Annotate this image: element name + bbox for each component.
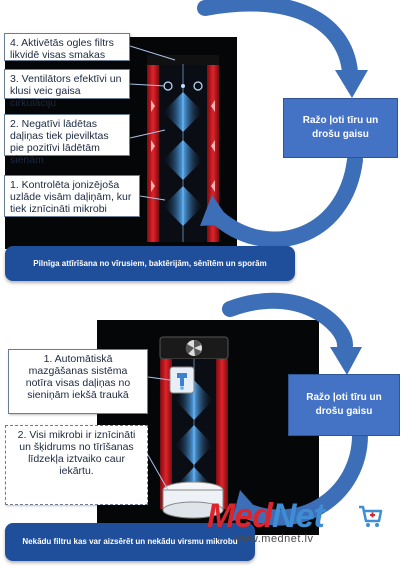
top-label-2: 2. Negatīvi lādētas daļiņas tiek pievilk…: [4, 114, 130, 166]
bottom-label-2: 2. Visi mikrobi ir iznīcināti un šķidrum…: [5, 425, 148, 505]
bottom-result-box: Ražo ļoti tīru un drošu gaisu: [288, 374, 400, 436]
fan-icon: [185, 340, 202, 356]
top-curved-arrow-return: [200, 152, 363, 248]
top-label-3: 3. Ventilātors efektīvi un klusi veic ga…: [4, 69, 130, 109]
bottom-banner: Nekādu filtru kas var aizsērēt un nekādu…: [5, 523, 255, 561]
top-banner: Pilnīga attīrīšana no vīrusiem, baktērij…: [5, 246, 295, 281]
bottom-curved-arrow-return: [232, 427, 368, 526]
mednet-logo: MedNet www.mednet.lv: [207, 497, 387, 549]
bottom-curved-arrow-right: [222, 292, 362, 375]
top-result-box: Ražo ļoti tīru un drošu gaisu: [283, 98, 398, 158]
bottom-label-1: 1. Automātiskā mazgāšanas sistēma notīra…: [8, 349, 148, 414]
water-tap-icon: [169, 366, 195, 394]
logo-url: www.mednet.lv: [233, 533, 314, 545]
logo-brand-net: Net: [272, 497, 325, 535]
logo-brand-med: Med: [207, 497, 273, 535]
top-label-4: 4. Aktivētās ogles filtrs likvidē visas …: [4, 33, 130, 61]
top-curved-arrow-right: [197, 0, 368, 98]
top-label-1: 1. Kontrolēta jonizējoša uzlāde visām da…: [4, 175, 140, 217]
bottom-diagram-panel: 1. Automātiskā mazgāšanas sistēma notīra…: [0, 285, 403, 566]
cart-icon: [359, 505, 383, 527]
collection-tray: [162, 481, 224, 519]
bottom-purifier-device: [147, 292, 368, 526]
top-diagram-panel: 4. Aktivētās ogles filtrs likvidē visas …: [4, 0, 398, 281]
top-purifier-device: [129, 0, 368, 248]
